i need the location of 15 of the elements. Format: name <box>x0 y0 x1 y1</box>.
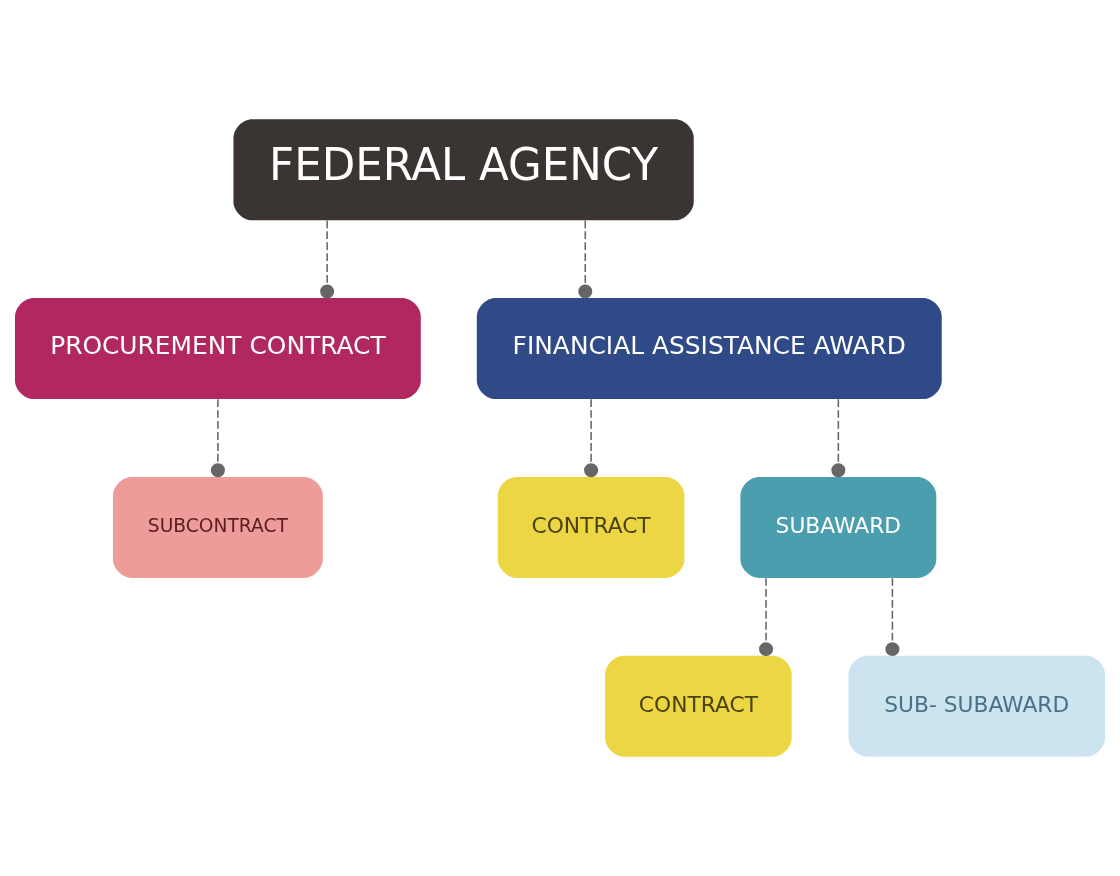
node-box: CONTRACT <box>605 655 792 757</box>
connector <box>759 577 774 657</box>
connector <box>584 398 599 478</box>
node-box: PROCUREMENT CONTRACT <box>14 298 421 400</box>
connector <box>320 219 335 299</box>
node-box: SUB- SUBAWARD <box>848 655 1106 757</box>
node-box: SUBAWARD <box>740 476 937 578</box>
node-box: FINANCIAL ASSISTANCE AWARD <box>476 298 942 400</box>
connector <box>831 398 846 478</box>
node-box: CONTRACT <box>497 476 685 578</box>
connector <box>210 398 225 478</box>
connector <box>885 577 900 657</box>
connector <box>578 219 593 299</box>
node-box: SUBCONTRACT <box>112 476 323 578</box>
node-box: FEDERAL AGENCY <box>233 119 694 221</box>
